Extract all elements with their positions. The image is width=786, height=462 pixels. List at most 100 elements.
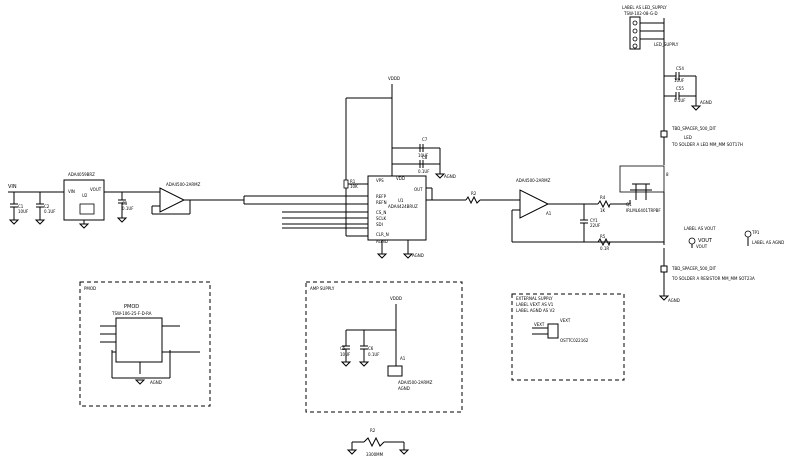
c54-label: C54 — [676, 66, 684, 71]
r2-label: R2 — [471, 191, 477, 196]
agnd-label-u1: AGND — [412, 253, 424, 258]
led-supply-connector: LABEL AS LED_SUPPLY TSW-102-08-G-D LED_S… — [622, 5, 679, 165]
u1-pin-sclk: SCLK — [376, 216, 387, 221]
u1-label: U1 — [398, 198, 404, 203]
c1-label: C1 — [18, 204, 24, 209]
vout-tp1: LABEL AS VOUT VOUT VOUT TP1 LABEL AS AGN… — [658, 226, 784, 303]
u2-pin-vin: VIN — [68, 189, 75, 194]
c6-val: 0.1UF — [368, 352, 380, 357]
a1-label: A1 — [546, 211, 552, 216]
pmod-name: PMOD — [124, 304, 139, 310]
c6-label: C6 — [368, 346, 374, 351]
u1-pin-out: OUT — [414, 187, 423, 192]
r5-label: R5 — [600, 234, 606, 239]
c55-label: C55 — [676, 86, 684, 91]
vout-net: VOUT — [698, 238, 713, 244]
c55-val: 0.1UF — [674, 98, 686, 103]
led-supply-name: LED_SUPPLY — [654, 42, 679, 47]
c3-val: 0.1UF — [122, 206, 134, 211]
pmod-title: PMOD — [84, 286, 96, 291]
amp-supply-title: AMP SUPPLY — [310, 286, 335, 291]
cy1-label: CY1 — [590, 218, 598, 223]
tp1-note: LABEL AS AGND — [752, 240, 784, 245]
c2-label: C2 — [44, 204, 50, 209]
u2-pin-vout: VOUT — [90, 187, 102, 192]
ext-l1: LABEL VEXT AS V1 — [516, 302, 554, 307]
c54-c55-caps: C54 10UF C55 0.1UF AGND — [664, 66, 712, 111]
a2-part: ADA4500-2ARMZ — [398, 380, 433, 385]
tbd-spacer2: TBD_SPACER_500_DIT — [671, 266, 717, 271]
u1-pin-vdd: VDD — [396, 176, 405, 181]
r4-label: R4 — [600, 195, 606, 200]
c8-label: C8 — [422, 155, 428, 160]
vout-sub: VOUT — [696, 244, 708, 249]
c7-label: C7 — [422, 137, 428, 142]
agnd-label-c55: AGND — [700, 100, 712, 105]
external-supply: EXTERNAL SUPPLY LABEL VEXT AS V1 LABEL A… — [511, 293, 625, 381]
u1-pin-csn: CS_N — [376, 210, 386, 215]
vext-label: VEXT — [560, 318, 571, 323]
r2-bottom-label: R2 — [370, 428, 376, 433]
regulator-u2: VIN ADA4059BRZ VIN U2 VOUT C1 10UF C2 0.… — [8, 172, 160, 229]
u2-body — [63, 179, 105, 221]
led-note: TO SOLDER A LED MM_MM SOT17H — [671, 142, 743, 147]
c3-label: C3 — [122, 201, 128, 206]
amp-supply-block: AMP SUPPLY VDDD C5 10UF C6 0.1UF A1 ADA4… — [305, 281, 463, 413]
c5-val: 10UF — [340, 352, 351, 357]
u2-label: U2 — [82, 193, 88, 198]
ext-title: EXTERNAL SUPPLY — [516, 296, 553, 301]
q1-part: IRLML6401TRPBF — [626, 208, 661, 213]
r2-bottom-val: 3300MM — [366, 452, 384, 457]
agnd-label-a2: AGND — [398, 386, 410, 391]
r1-label: R1 — [350, 179, 356, 184]
vext-net: VEXT — [534, 322, 545, 327]
vdd-label: VDDD — [388, 76, 400, 81]
u1-pin-refn: REFN — [376, 200, 387, 205]
q1-pin: 8 — [666, 172, 669, 177]
r4-val: 1K — [600, 208, 606, 213]
agnd-label-c8: AGND — [444, 174, 456, 179]
amp-vdd: VDDD — [390, 296, 402, 301]
c8-val: 0.1UF — [418, 169, 430, 174]
label-vout: LABEL AS VOUT — [684, 226, 716, 231]
u1-pin-ps: VPS — [376, 178, 384, 183]
vext-connector — [547, 323, 559, 339]
c1-val: 10UF — [18, 209, 29, 214]
agnd-label-pmod: AGND — [150, 380, 162, 385]
u2-part: ADA4059BRZ — [68, 172, 95, 177]
cy1-val: 22UF — [590, 223, 601, 228]
opamp-buffer: ADA4500-2ARMZ — [151, 182, 368, 215]
pmod-frame — [79, 281, 211, 407]
c7-val: 10UF — [418, 153, 429, 158]
opamp-a1: ADA4500-2ARMZ A1 R4 1K CY1 22UF R5 0.1R — [511, 178, 664, 251]
dac-u1: VDDD R1 10K VPS REFP REFN CS_N SCLK SDI … — [282, 76, 520, 259]
ext-l2: LABEL AGND AS V2 — [516, 308, 555, 313]
led-supply-part: TSW-102-08-G-D — [623, 11, 658, 16]
c5-label: C5 — [340, 346, 346, 351]
u1-body — [367, 175, 427, 241]
vin-label: VIN — [8, 184, 17, 190]
pmod-connector — [115, 317, 163, 363]
vext-part: OSTTC022162 — [560, 338, 589, 343]
pmod-block: PMOD PMOD TSW-106-25-F-D-RA AGND — [79, 281, 211, 407]
c54-val: 10UF — [674, 78, 685, 83]
spacer2-note: TO SOLDER A RESISTOR MM_MM SOT23A — [671, 276, 755, 281]
u1-part: ADA4424BRUZ — [388, 204, 418, 209]
r5-val: 0.1R — [600, 246, 609, 251]
q1-mosfet: 8 Q1 IRLML6401TRPBF — [619, 165, 669, 245]
led-spacer: TBD_SPACER_500_DIT LED TO SOLDER A LED M… — [660, 126, 743, 147]
tp1-label: TP1 — [751, 230, 760, 235]
led-supply-top-label: LABEL AS LED_SUPPLY — [622, 5, 667, 10]
r1-val: 10K — [350, 184, 358, 189]
led-ref: LED — [684, 135, 692, 140]
ext-frame — [511, 293, 625, 381]
opamp1-part: ADA4500-2ARMZ — [166, 182, 201, 187]
u1-pin-refp: REFP — [376, 194, 387, 199]
c2-val: 0.1UF — [44, 209, 56, 214]
a2-label: A1 — [400, 356, 406, 361]
pmod-part: TSW-106-25-F-D-RA — [111, 311, 152, 316]
a2-body — [387, 365, 403, 377]
u1-pin-sdi: SDI — [376, 222, 383, 227]
u1-pin-clrn: CLR_N — [376, 232, 389, 237]
